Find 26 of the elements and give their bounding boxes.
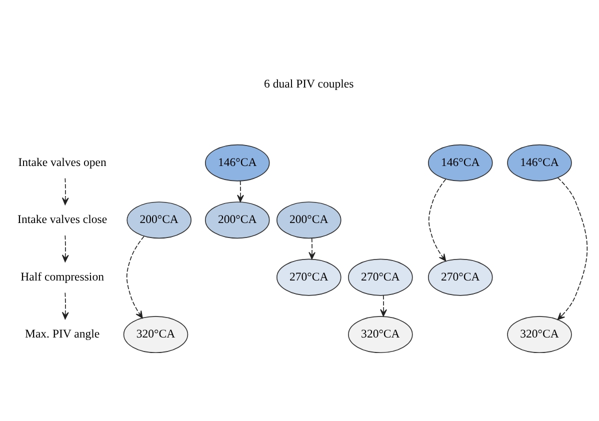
node-ellipse: 270°CA (348, 258, 413, 296)
arrow (62, 292, 69, 319)
node-ellipse: 270°CA (276, 258, 342, 296)
node-ellipse: 146°CA (204, 144, 270, 181)
arrow (126, 235, 144, 318)
node-text: Half compression (20, 270, 104, 283)
node-text: Intake valves close (18, 212, 108, 226)
node-ellipse: 320°CA (123, 316, 188, 353)
node-ellipse: 320°CA (507, 316, 572, 353)
arrow (62, 234, 69, 262)
node-ellipse: 270°CA (428, 258, 493, 296)
node-text: Max. PIV angle (25, 327, 100, 340)
arrow (557, 176, 588, 320)
arrow (428, 178, 446, 261)
node-ellipse: 200°CA (204, 201, 270, 238)
node-ellipse: 146°CA (428, 144, 493, 181)
label: 6 dual PIV couples (264, 77, 354, 90)
node-ellipse: 146°CA (507, 144, 572, 181)
node-ellipse: 200°CA (126, 201, 192, 238)
node-ellipse: 320°CA (348, 316, 413, 353)
arrow (308, 237, 316, 259)
node-text: Intake valves open (18, 155, 106, 168)
node-ellipse: 200°CA (276, 201, 342, 238)
arrow (62, 177, 69, 204)
arrow (380, 294, 387, 316)
arrow (237, 180, 244, 202)
